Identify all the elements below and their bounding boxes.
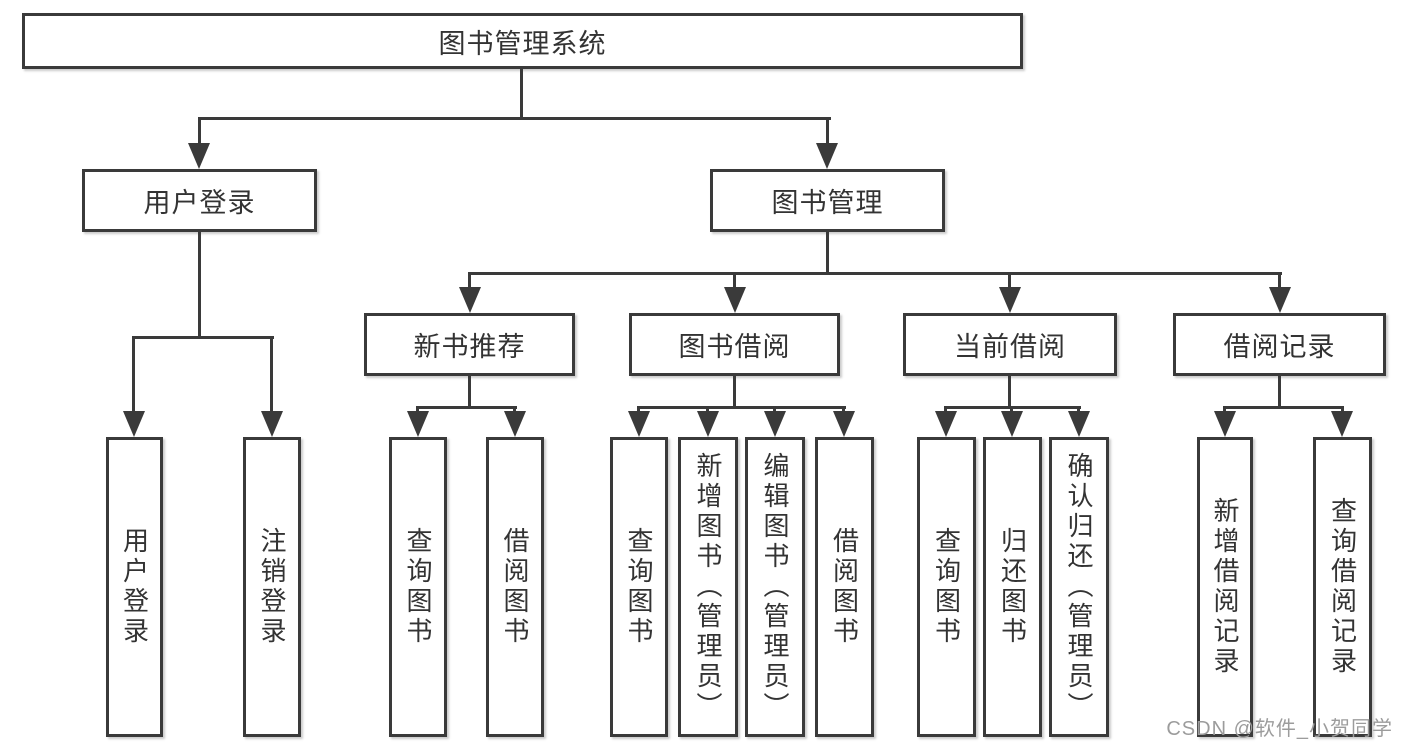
connector-line	[1341, 406, 1344, 415]
leaf-query-books: 查询图书	[610, 437, 668, 737]
arrow-down-icon	[764, 411, 786, 437]
node-user-login: 用户登录	[82, 169, 317, 232]
connector-line	[1010, 406, 1013, 415]
arrow-down-icon	[504, 411, 526, 437]
connector-line	[842, 406, 845, 415]
connector-line	[1223, 406, 1344, 409]
connector-line	[198, 232, 201, 339]
connector-line	[416, 406, 517, 409]
arrow-down-icon	[1214, 411, 1236, 437]
arrow-down-icon	[816, 143, 838, 169]
node-book-borrowing: 图书借阅	[629, 313, 840, 376]
leaf-user-login: 用户登录	[106, 437, 163, 737]
leaf-query-books: 查询图书	[917, 437, 976, 737]
arrow-down-icon	[999, 287, 1021, 313]
leaf-add-books-admin: 新增图书（管理员）	[678, 437, 738, 737]
node-label: 图书管理	[771, 188, 884, 218]
leaf-confirm-return-admin: 确认归还（管理员）	[1049, 437, 1109, 737]
connector-line	[637, 406, 640, 415]
csdn-watermark: CSDN @软件_小贺同学	[1166, 718, 1393, 740]
connector-line	[826, 232, 829, 275]
node-label: 当前借阅	[954, 332, 1066, 362]
arrow-down-icon	[261, 411, 283, 437]
arrow-down-icon	[188, 143, 210, 169]
connector-line	[198, 117, 201, 145]
arrow-down-icon	[123, 411, 145, 437]
connector-line	[773, 406, 776, 415]
connector-line	[132, 336, 274, 339]
connector-line	[1278, 376, 1281, 409]
node-new-book-recommend: 新书推荐	[364, 313, 575, 376]
node-borrowing-records: 借阅记录	[1173, 313, 1386, 376]
arrow-down-icon	[628, 411, 650, 437]
connector-line	[1223, 406, 1226, 415]
connector-line	[1008, 272, 1011, 290]
connector-line	[520, 69, 523, 119]
connector-line	[1008, 376, 1011, 409]
leaf-label: 借阅图书	[829, 527, 860, 647]
arrow-down-icon	[724, 287, 746, 313]
leaf-add-borrow-record: 新增借阅记录	[1197, 437, 1253, 737]
node-label: 用户登录	[143, 188, 256, 218]
leaf-borrow-books: 借阅图书	[486, 437, 544, 737]
leaf-query-borrow-record: 查询借阅记录	[1313, 437, 1372, 737]
connector-line	[270, 336, 273, 415]
leaf-logout: 注销登录	[243, 437, 301, 737]
leaf-query-books: 查询图书	[389, 437, 447, 737]
arrow-down-icon	[1068, 411, 1090, 437]
leaf-label: 查询图书	[403, 527, 433, 647]
arrow-down-icon	[407, 411, 429, 437]
leaf-label: 编辑图书（管理员）	[760, 452, 790, 722]
leaf-label: 查询借阅记录	[1327, 497, 1358, 677]
arrow-down-icon	[935, 411, 957, 437]
connector-line	[637, 406, 846, 409]
node-label: 图书管理系统	[438, 28, 607, 59]
connector-line	[513, 406, 516, 415]
arrow-down-icon	[1269, 287, 1291, 313]
connector-line	[944, 406, 947, 415]
connector-line	[733, 376, 736, 409]
leaf-borrow-books: 借阅图书	[815, 437, 874, 737]
node-book-management: 图书管理	[710, 169, 945, 232]
connector-line	[468, 272, 1282, 275]
leaf-label: 新增借阅记录	[1210, 497, 1240, 677]
connector-line	[416, 406, 419, 415]
arrow-down-icon	[459, 287, 481, 313]
leaf-label: 注销登录	[257, 527, 287, 647]
leaf-label: 确认归还（管理员）	[1064, 452, 1094, 722]
leaf-label: 借阅图书	[500, 527, 530, 647]
node-current-borrowing: 当前借阅	[903, 313, 1117, 376]
connector-line	[706, 406, 709, 415]
connector-line	[468, 272, 471, 290]
node-label: 图书借阅	[678, 332, 791, 362]
arrow-down-icon	[697, 411, 719, 437]
connector-line	[198, 117, 831, 120]
arrow-down-icon	[1331, 411, 1353, 437]
leaf-label: 查询图书	[931, 527, 962, 647]
node-label: 新书推荐	[413, 332, 526, 362]
connector-line	[1077, 406, 1080, 415]
node-label: 借阅记录	[1223, 332, 1336, 362]
node-library-management-system: 图书管理系统	[22, 13, 1023, 69]
connector-line	[1278, 272, 1281, 290]
connector-line	[468, 376, 471, 409]
connector-line	[733, 272, 736, 290]
leaf-label: 查询图书	[624, 527, 654, 647]
leaf-label: 归还图书	[997, 527, 1028, 647]
leaf-edit-books-admin: 编辑图书（管理员）	[745, 437, 805, 737]
leaf-label: 用户登录	[119, 527, 150, 647]
connector-line	[132, 336, 135, 415]
arrow-down-icon	[1001, 411, 1023, 437]
arrow-down-icon	[833, 411, 855, 437]
connector-line	[826, 117, 829, 145]
leaf-label: 新增图书（管理员）	[693, 452, 723, 722]
leaf-return-books: 归还图书	[983, 437, 1042, 737]
